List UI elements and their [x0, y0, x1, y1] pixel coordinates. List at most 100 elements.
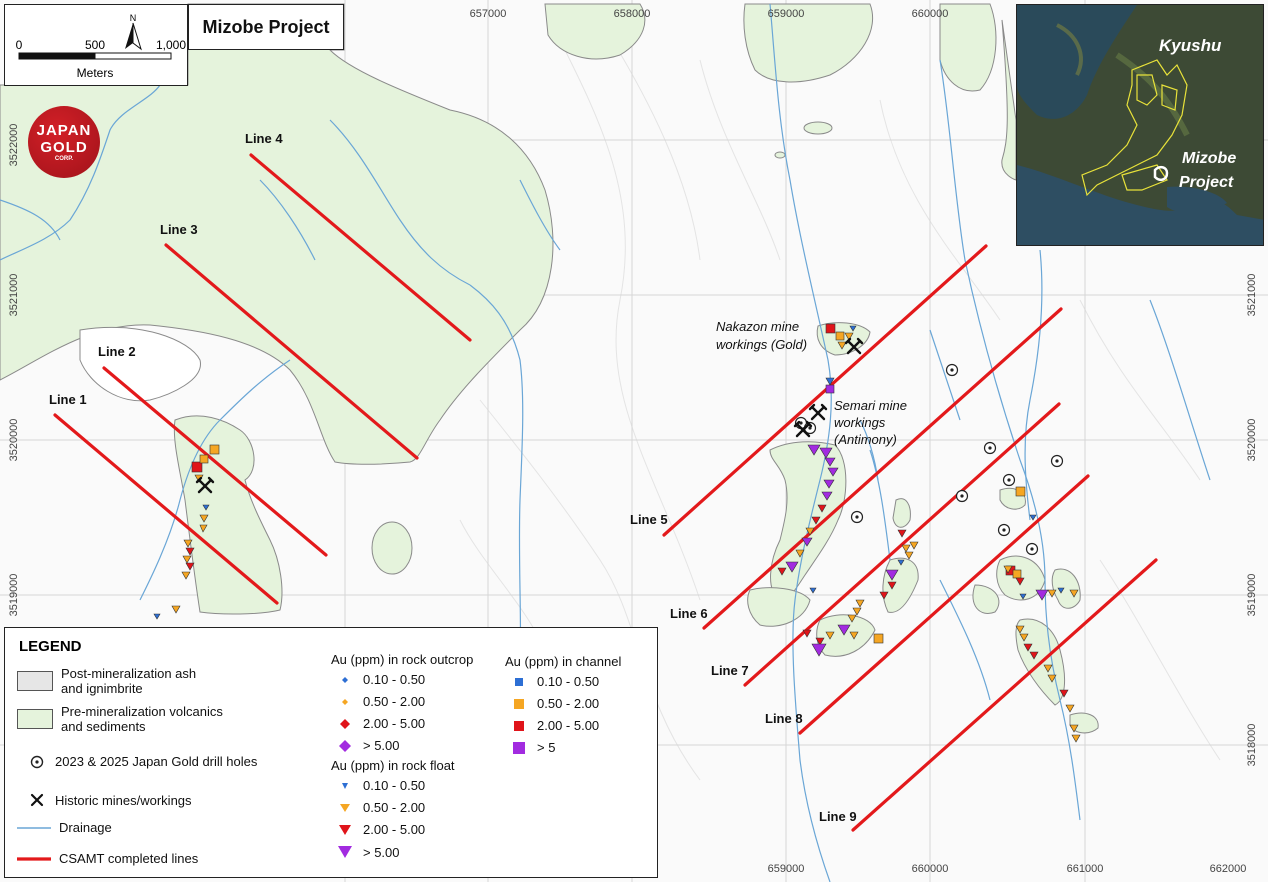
- float-sample: [1069, 724, 1079, 733]
- legend-csamt: CSAMT completed lines: [17, 851, 198, 866]
- legend-channel-1: 0.10 - 0.50: [509, 674, 599, 689]
- float-sample: [1057, 587, 1065, 594]
- float-sample: [849, 325, 857, 332]
- logo-text: JAPAN: [36, 122, 92, 139]
- square-icon: [509, 698, 529, 710]
- drill-hole-icon: [1050, 454, 1064, 468]
- drill-hole-icon: [955, 489, 969, 503]
- float-sample: [801, 537, 813, 547]
- easting-label: 660000: [912, 8, 949, 20]
- float-sample: [897, 529, 907, 538]
- float-sample: [852, 607, 862, 616]
- volcanics-patch: [371, 521, 413, 575]
- scale-label-0: 0: [16, 38, 23, 52]
- volcanics-patch: [774, 151, 786, 159]
- float-sample: [1015, 625, 1025, 634]
- ash-unit-nw: [79, 326, 201, 402]
- scale-label-500: 500: [85, 38, 105, 52]
- northing-label: 3519000: [8, 574, 20, 617]
- samples-line1-2: [153, 444, 220, 620]
- legend-mines: Historic mines/workings: [27, 792, 192, 808]
- north-arrow-icon: N: [125, 13, 142, 51]
- float-sample: [1069, 589, 1079, 598]
- float-sample: [1029, 651, 1039, 660]
- semari-label: workings: [834, 415, 886, 430]
- drill-hole-icon: [27, 755, 47, 769]
- float-sample: [849, 631, 859, 640]
- float-sample: [823, 479, 835, 489]
- line-label: Line 8: [765, 711, 803, 726]
- legend-text: Post-mineralization ash: [61, 666, 197, 681]
- line-label: Line 5: [630, 512, 668, 527]
- semari-label: (Antimony): [834, 432, 897, 447]
- square-icon: [509, 720, 529, 732]
- legend-text: 2023 & 2025 Japan Gold drill holes: [55, 754, 258, 769]
- float-sample: [885, 569, 899, 581]
- volcanics-unit-north: [544, 3, 646, 60]
- easting-label: 659000: [768, 863, 805, 875]
- float-sample: [819, 447, 833, 459]
- float-sample: [199, 514, 209, 523]
- float-sample: [811, 516, 821, 525]
- samples-nakazon-semari: [777, 323, 857, 576]
- float-sample: [1035, 589, 1049, 601]
- float-sample: [1071, 734, 1081, 743]
- diamond-icon: [335, 718, 355, 730]
- samples-central: [802, 529, 919, 657]
- volcanics-patch: [803, 121, 833, 135]
- easting-label: 661000: [1067, 863, 1104, 875]
- legend-outcrop-3: 2.00 - 5.00: [335, 716, 425, 731]
- scale-label-1000: 1,000: [156, 38, 186, 52]
- drill-holes: [794, 363, 1064, 556]
- channel-sample: [191, 461, 203, 473]
- csamt-line-9: [851, 558, 1158, 832]
- northing-label: 3520000: [8, 419, 20, 462]
- float-sample: [1047, 674, 1057, 683]
- channel-sample: [835, 331, 845, 341]
- float-sample: [825, 631, 835, 640]
- legend-outcrop-1: 0.10 - 0.50: [335, 672, 425, 687]
- channel-sample: [1015, 486, 1026, 497]
- legend-text: Historic mines/workings: [55, 792, 192, 808]
- mine-icon: [195, 476, 215, 494]
- mine-icon: [808, 403, 828, 421]
- float-sample: [1059, 689, 1069, 698]
- float-sample: [199, 524, 208, 533]
- float-sample: [821, 491, 833, 501]
- nakazon-label: Nakazon mine: [716, 319, 799, 334]
- logo-text: GOLD: [40, 139, 88, 156]
- csamt-line-3: [164, 243, 419, 460]
- northing-label: 3521000: [1246, 274, 1258, 317]
- legend-channel-4: > 5: [509, 740, 555, 755]
- float-sample: [1023, 643, 1033, 652]
- triangle-icon: [335, 781, 355, 791]
- channel-sample: [873, 633, 884, 644]
- project-location-icon: [1153, 165, 1169, 182]
- legend-channel-title: Au (ppm) in channel: [505, 654, 622, 669]
- tenement-outlines: [1081, 59, 1188, 197]
- float-sample: [837, 624, 851, 636]
- csamt-lines: [53, 153, 1158, 832]
- scale-bar: 0 500 1,000 Meters N: [4, 4, 188, 86]
- csamt-line-8: [798, 474, 1090, 735]
- float-sample: [181, 571, 191, 580]
- float-sample: [1047, 589, 1057, 598]
- float-sample: [1015, 577, 1025, 586]
- float-sample: [879, 591, 889, 600]
- float-sample: [824, 457, 836, 467]
- scale-unit: Meters: [77, 66, 114, 80]
- float-sample: [809, 587, 817, 594]
- float-sample: [1019, 593, 1027, 600]
- nakazon-label: workings (Gold): [716, 337, 807, 352]
- easting-label: 659000: [768, 8, 805, 20]
- csamt-line-1: [53, 413, 279, 605]
- float-sample: [795, 549, 805, 558]
- grid-labels: 657000 658000 659000 660000 659000 66000…: [8, 8, 1258, 875]
- scale-graphic: 0 500 1,000 Meters N: [16, 13, 187, 80]
- diamond-icon: [335, 697, 355, 707]
- northing-label: 3520000: [1246, 419, 1258, 462]
- map-title: Mizobe Project: [202, 16, 330, 37]
- channel-sample: [825, 384, 835, 394]
